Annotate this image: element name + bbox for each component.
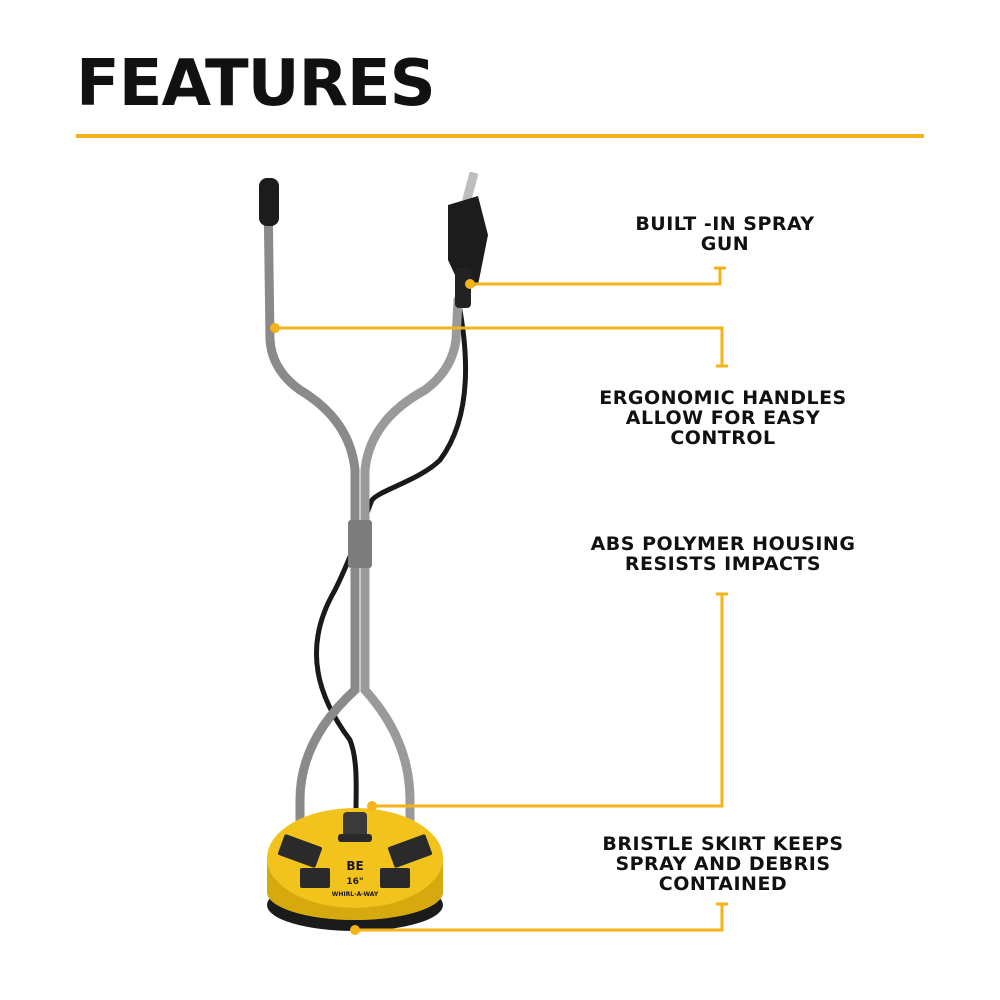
callout-line-housing — [372, 594, 724, 808]
callout-handles: ERGONOMIC HANDLES ALLOW FOR EASY CONTROL — [599, 387, 847, 449]
shaft-collar — [348, 520, 372, 568]
spray-gun-body — [448, 171, 488, 308]
callout-line-handles — [275, 326, 724, 366]
callout-skirt: BRISTLE SKIRT KEEPS SPRAY AND DEBRIS CON… — [602, 833, 844, 895]
callout-dot-spray-gun — [465, 279, 475, 289]
callout-dot-handles — [270, 323, 280, 333]
size-mark: 16" — [346, 877, 363, 887]
title-underline — [76, 134, 924, 138]
model-mark: WHIRL-A-WAY — [332, 891, 379, 898]
right-handle-tube — [360, 295, 463, 835]
brand-mark: BE — [346, 859, 363, 873]
swivel-hub — [343, 812, 367, 840]
callout-line-skirt — [355, 904, 724, 932]
page-title: FEATURES — [76, 47, 436, 121]
callout-dot-housing — [367, 801, 377, 811]
left-handle-tube — [263, 187, 360, 835]
left-grip — [259, 178, 279, 226]
callout-line-spray-gun — [470, 268, 722, 286]
callout-housing: ABS POLYMER HOUSING RESISTS IMPACTS — [590, 533, 856, 575]
callout-dot-skirt — [350, 925, 360, 935]
callout-spray-gun: BUILT -IN SPRAY GUN — [635, 213, 815, 255]
